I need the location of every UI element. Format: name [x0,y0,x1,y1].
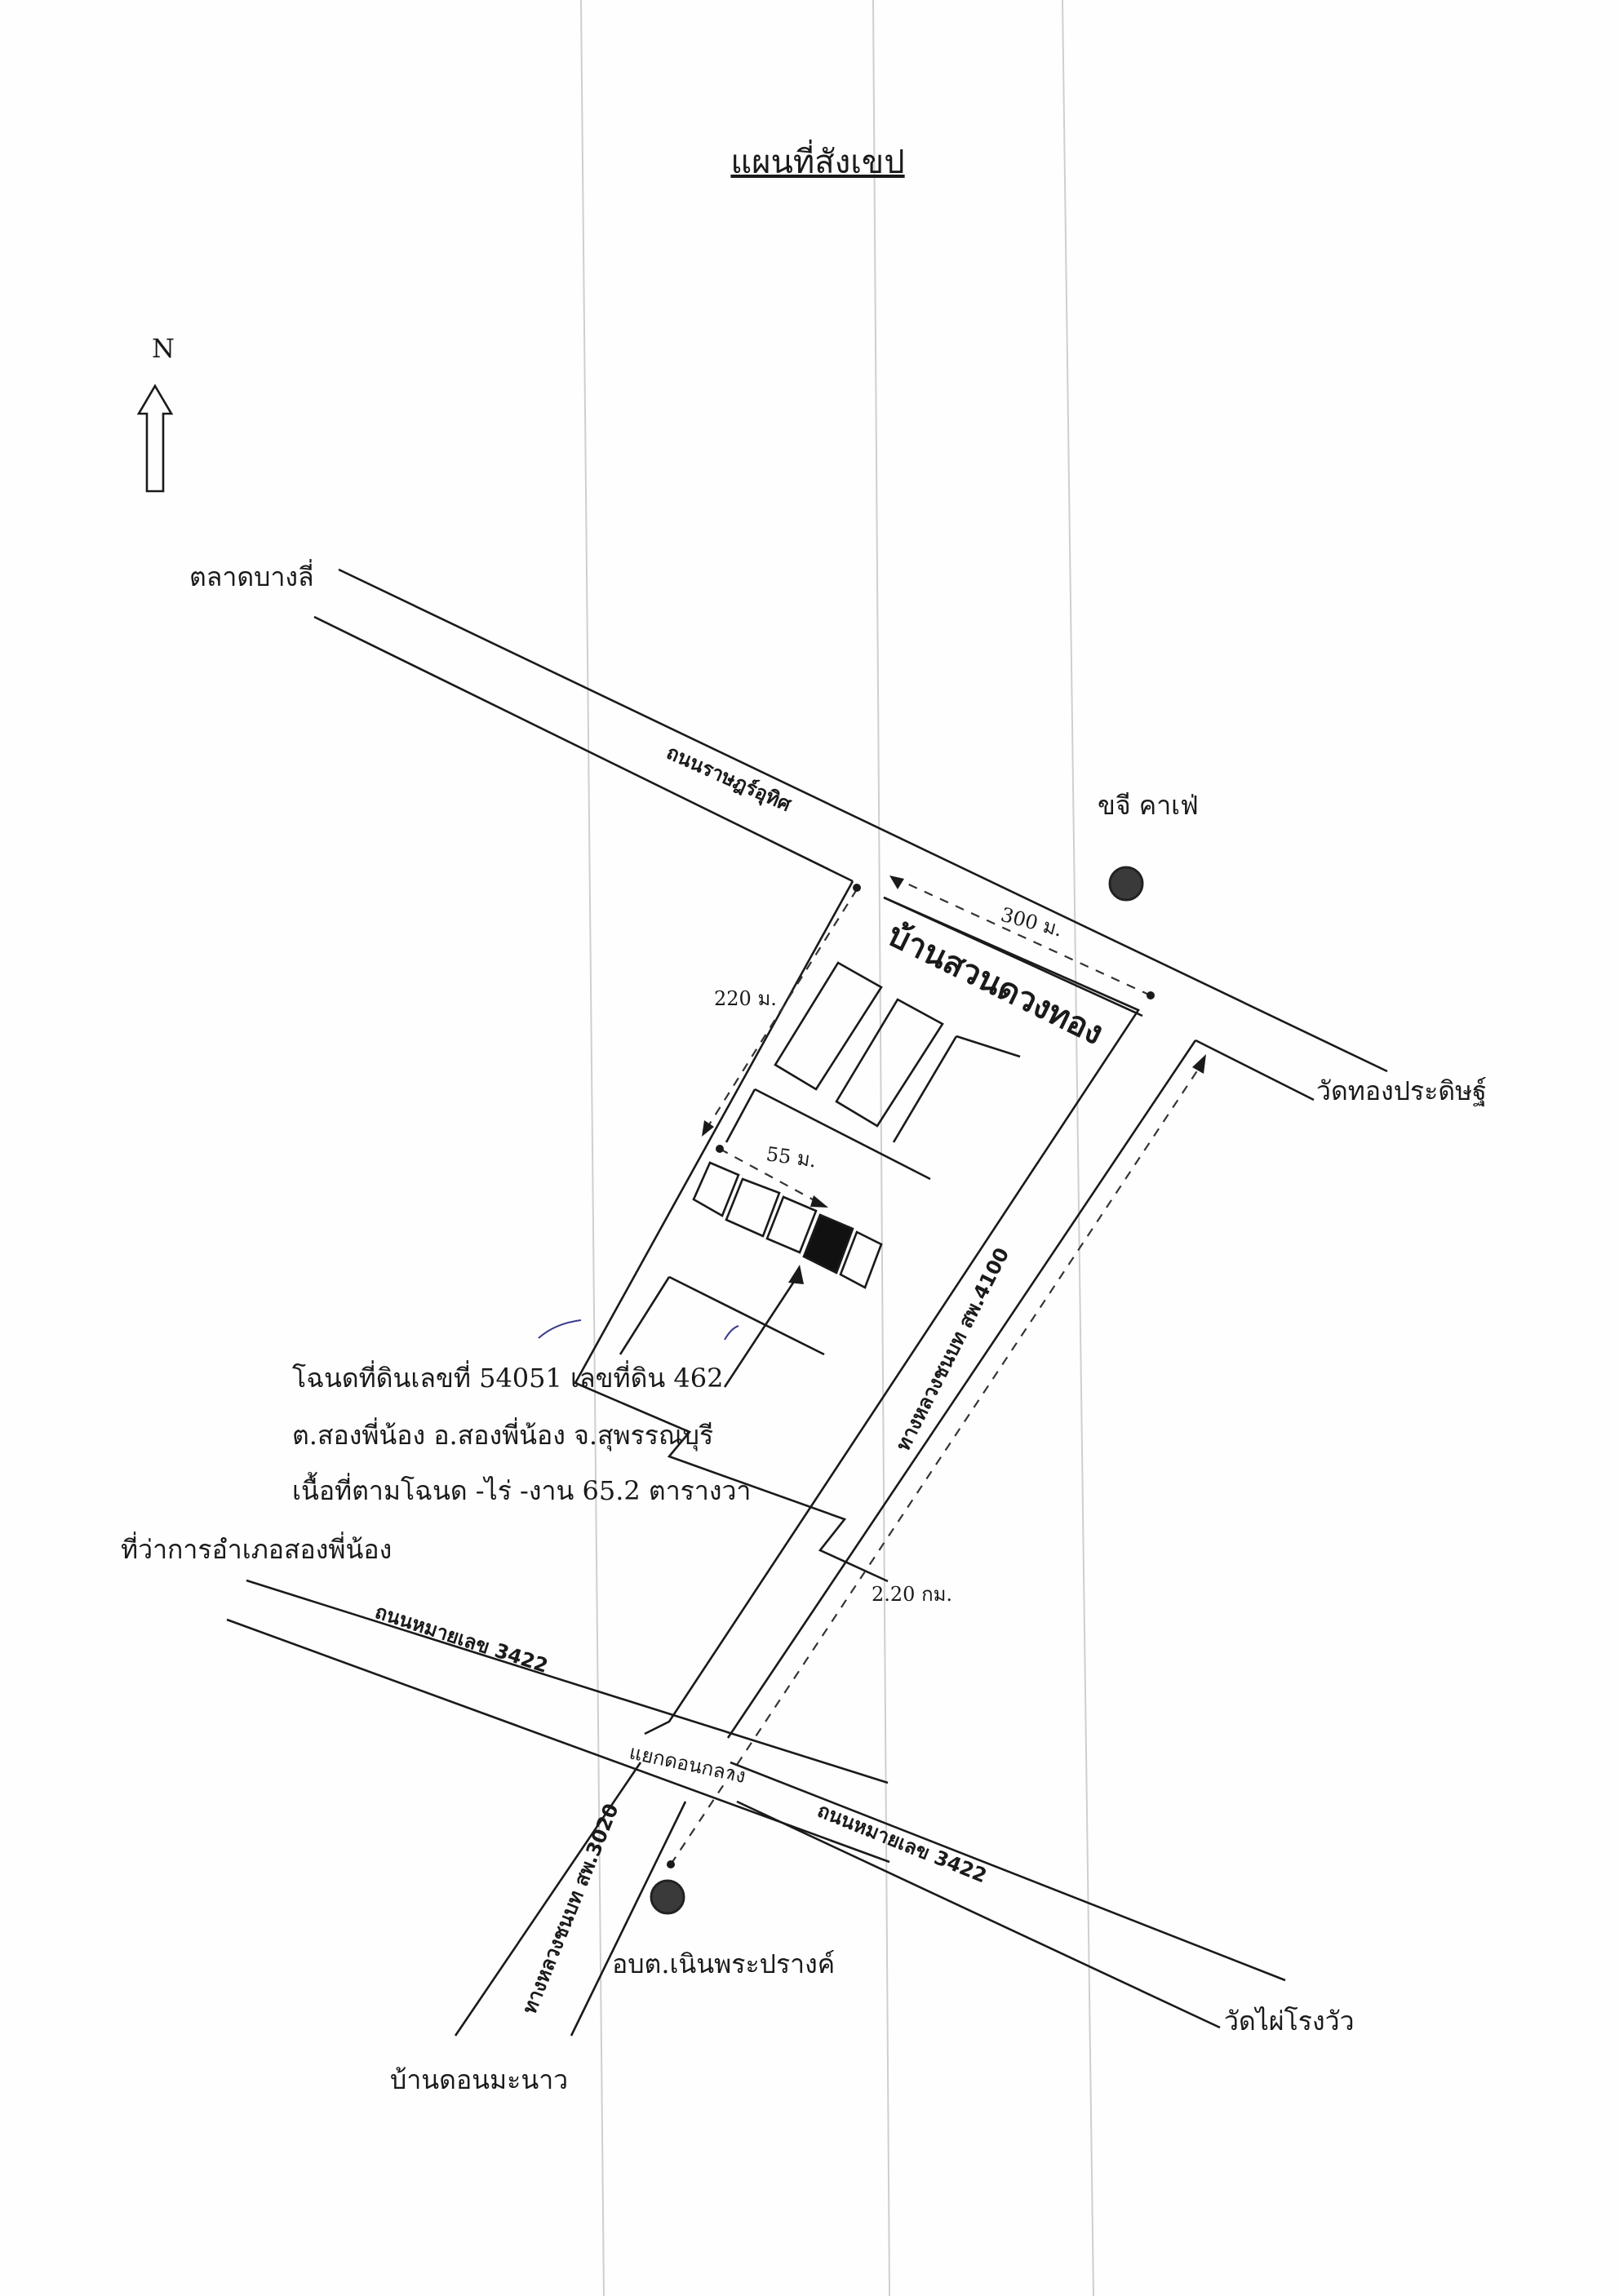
north-label: N [152,333,175,364]
label-market: ตลาดบางลี่ [189,559,314,592]
plot-blocks [619,961,1021,1356]
highway-4100-edge [726,1039,1197,1739]
label-sao: อบต.เนินพระปรางค์ [612,1948,835,1979]
deed-line-1: โฉนดที่ดินเลขที่ 54051 เลขที่ดิน 462 [292,1360,723,1394]
label-junction: แยกดอนกลาง [628,1740,748,1788]
lot-row [692,1161,883,1289]
distance-220-path [702,884,861,1137]
deed-line-3: เนื้อที่ตามโฉนด -ไร่ -งาน 65.2 ตารางวา [292,1472,751,1506]
highway-3020 [454,1762,687,2037]
label-distance-2-20: 2.20 กม. [872,1583,952,1606]
label-highway-3020: ทางหลวงชนบท สพ.3020 [518,1801,623,2018]
label-distance-55: 55 ม. [765,1142,818,1172]
label-distance-220: 220 ม. [714,987,777,1010]
label-temple-prathip: วัดทองประดิษฐ์ [1316,1075,1487,1107]
north-arrow-icon [136,383,174,493]
paper-fold-lines [580,0,1094,2296]
fold-line-3 [1062,0,1094,2296]
target-plot [802,1213,854,1274]
pen-marks [538,1319,739,1341]
label-district-office: ที่ว่าการอำเภอสองพี่น้อง [121,1531,392,1565]
label-temple-phai: วัดไผ่โรงวัว [1224,2006,1355,2037]
label-cafe: ขจี คาเฟ่ [1098,790,1199,821]
village-boundary [574,880,1140,1735]
sao-marker-icon [650,1879,685,1915]
fold-line-1 [580,0,605,2296]
fold-line-2 [872,0,890,2296]
label-distance-300: 300 ม. [998,903,1065,942]
top-road [313,568,1388,1101]
distance-2-20-path [667,1054,1206,1868]
label-highway-4100: ทางหลวงชนบท สพ.4100 [891,1244,1014,1455]
label-road-3422-left: ถนนหมายเลข 3422 [372,1600,551,1678]
label-ban-don-manao: บ้านดอนมะนาว [390,2064,568,2095]
pointer-arrow [723,1265,804,1388]
distance-55-path [716,1145,828,1208]
cafe-marker-icon [1108,866,1144,902]
road-3422 [226,1579,1286,2029]
distance-300-path [889,875,1155,1000]
map-title: แผนที่สังเขป [730,140,904,181]
deed-line-2: ต.สองพี่น้อง อ.สองพี่น้อง จ.สุพรรณบุรี [292,1417,713,1452]
